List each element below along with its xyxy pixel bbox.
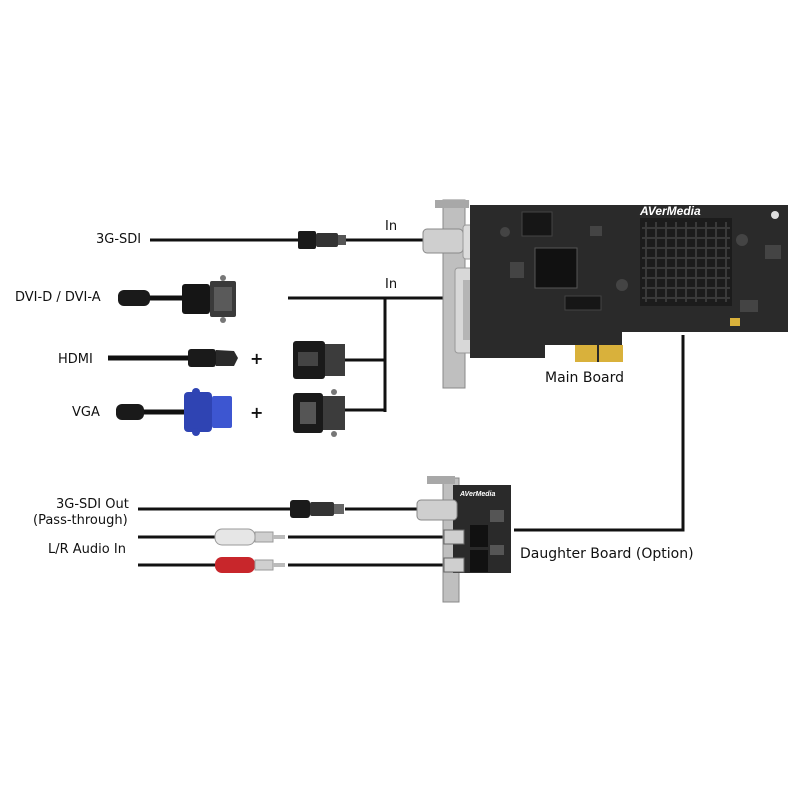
daughter-bnc-port bbox=[416, 499, 458, 521]
sdi-in-label: In bbox=[385, 219, 398, 234]
daughter-board-label: Daughter Board (Option) bbox=[520, 546, 694, 562]
hdmi-dvi-adapter bbox=[293, 341, 345, 379]
sdi-out-bnc-connector bbox=[290, 500, 344, 518]
rca-plug-red bbox=[215, 557, 285, 573]
main-bnc-port bbox=[422, 228, 464, 254]
rca-jack-red bbox=[443, 557, 465, 573]
heatsink bbox=[640, 218, 732, 306]
dvi-in-label: In bbox=[385, 277, 398, 292]
vga-dvi-adapter bbox=[293, 389, 345, 437]
rca-jack-white bbox=[443, 529, 465, 545]
daughter-board: AVerMedia bbox=[416, 476, 511, 603]
chip bbox=[521, 211, 553, 237]
sdi-out-label: 3G-SDI Out bbox=[56, 497, 129, 512]
sdi-bnc-connector bbox=[298, 231, 346, 249]
pass-through-label: (Pass-through) bbox=[33, 513, 128, 528]
connection-lines bbox=[138, 238, 685, 567]
vga-input-label: VGA bbox=[72, 405, 100, 420]
rca-plug-white bbox=[214, 528, 285, 546]
plus-sign-hdmi: + bbox=[250, 349, 263, 368]
vga-cable bbox=[116, 388, 232, 436]
main-board-label: Main Board bbox=[545, 370, 625, 386]
main-board: AVerMedia bbox=[422, 199, 788, 389]
sdi-input-label: 3G-SDI bbox=[96, 232, 142, 247]
chip bbox=[564, 295, 602, 311]
main-board-brand: AVerMedia bbox=[639, 204, 701, 218]
plus-sign-vga: + bbox=[250, 403, 263, 422]
daughter-board-brand: AVerMedia bbox=[459, 491, 496, 498]
dvi-input-label: DVI-D / DVI-A bbox=[15, 290, 101, 305]
main-board-pcb bbox=[470, 205, 788, 358]
board-link-line bbox=[514, 335, 685, 532]
hdmi-input-label: HDMI bbox=[58, 352, 93, 367]
chip bbox=[534, 247, 578, 289]
dvi-cable bbox=[118, 275, 236, 323]
hdmi-cable bbox=[108, 349, 238, 367]
audio-in-label: L/R Audio In bbox=[48, 542, 126, 557]
